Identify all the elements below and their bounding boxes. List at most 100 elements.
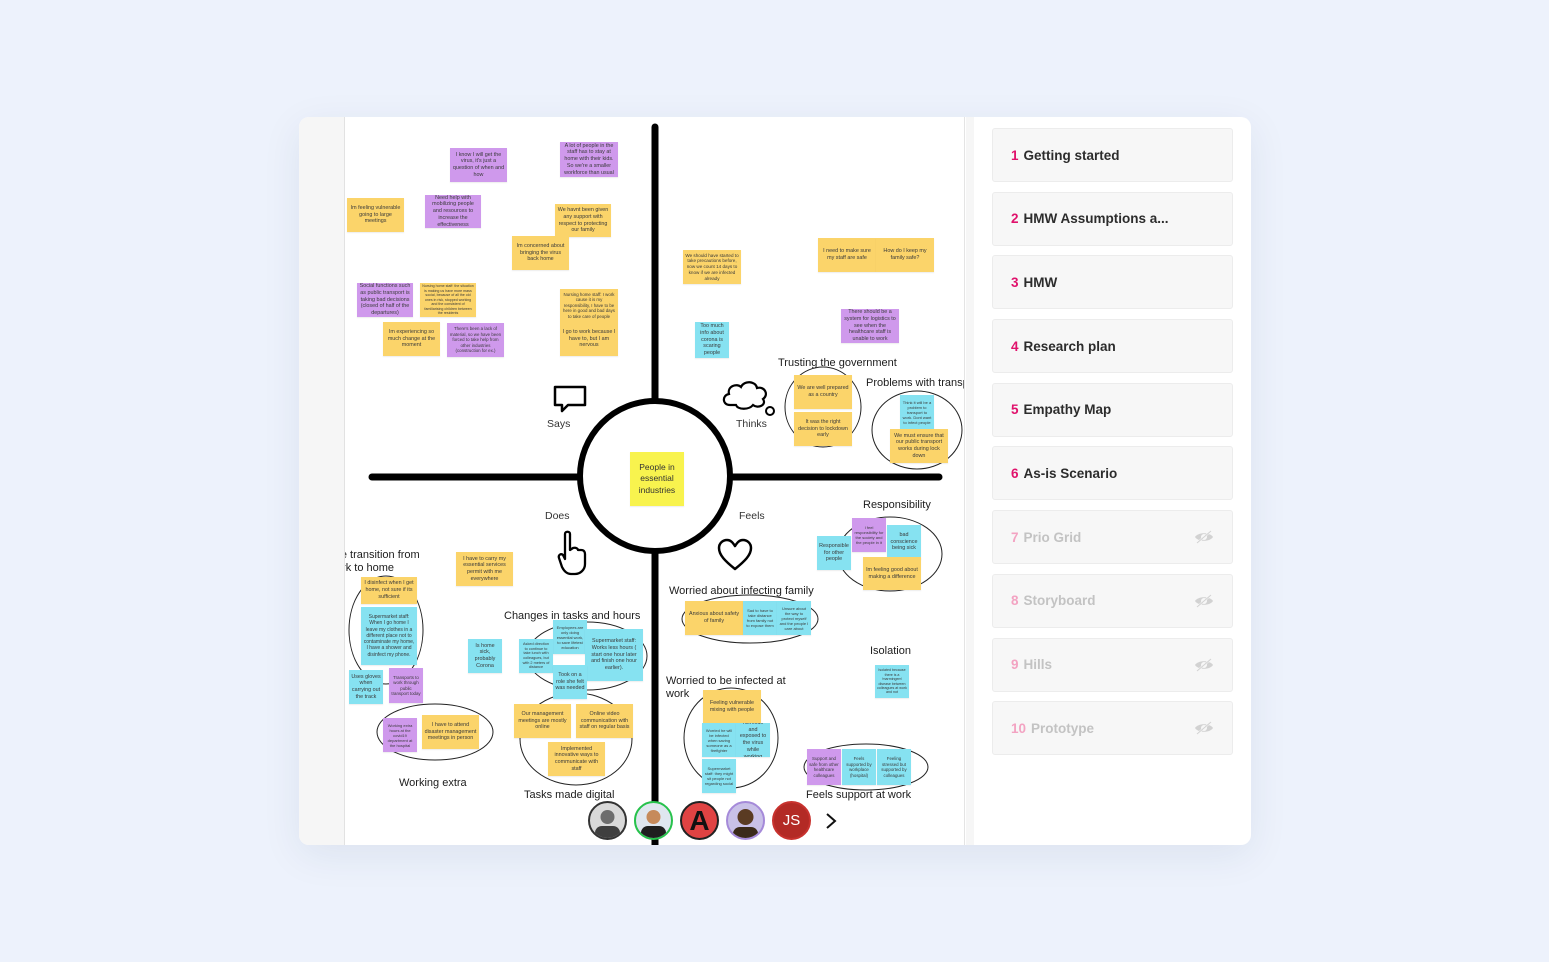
eye-off-icon[interactable] xyxy=(1194,721,1214,735)
sticky-note[interactable]: Supermarket staff: Works less hours ( st… xyxy=(585,629,643,681)
sticky-note[interactable]: Unsure about the way to protect myself a… xyxy=(777,601,811,635)
eye-off-icon[interactable] xyxy=(1194,530,1214,544)
sticky-note[interactable]: It was the right decision to lockdown ea… xyxy=(794,412,852,446)
sticky-note[interactable]: Too much info about corona is scaring pe… xyxy=(695,322,729,358)
avatar[interactable] xyxy=(588,801,627,840)
cluster-label: Trusting the government xyxy=(778,357,897,369)
step-label: Research plan xyxy=(1023,338,1116,354)
left-rail xyxy=(299,117,345,845)
sticky-note[interactable]: I have to carry my essential services pe… xyxy=(456,552,513,586)
sticky-note[interactable]: I feel responsibility for the society an… xyxy=(852,518,886,552)
sticky-note[interactable]: We havnt been given any support with res… xyxy=(555,204,611,237)
sticky-note[interactable]: Support and safe from other healthcare c… xyxy=(807,749,841,785)
step-label: HMW Assumptions a... xyxy=(1023,211,1169,227)
step-number: 8 xyxy=(1011,593,1019,609)
sticky-note[interactable]: I need to make sure my staff are safe xyxy=(818,238,876,272)
avatar[interactable]: JS xyxy=(772,801,811,840)
sticky-note[interactable]: Transports to work through public transp… xyxy=(389,668,423,703)
sticky-note[interactable]: Employees are only doing essential work,… xyxy=(553,620,587,654)
step-label: Storyboard xyxy=(1023,593,1096,609)
sticky-note[interactable]: We must ensure that our public transport… xyxy=(890,429,948,463)
sticky-note[interactable]: Online video communication with staff on… xyxy=(576,704,633,738)
sticky-note[interactable]: A lot of people in the staff has to stay… xyxy=(560,142,618,177)
sticky-note[interactable]: Social functions such as public transpor… xyxy=(357,283,413,317)
sticky-note[interactable]: Im experiencing so much change at the mo… xyxy=(383,322,440,356)
cluster-label: Isolation xyxy=(870,645,911,657)
step-number: 5 xyxy=(1011,402,1019,418)
speech-bubble-icon xyxy=(553,385,587,413)
sticky-note[interactable]: There should be a system for logistics t… xyxy=(841,309,899,343)
sticky-note[interactable]: We are well prepared as a country xyxy=(794,375,852,409)
sticky-note[interactable]: Implemented innovative ways to communica… xyxy=(548,742,605,776)
step-number: 9 xyxy=(1011,657,1019,672)
sticky-note[interactable]: How do I keep my family safe? xyxy=(876,238,934,272)
sticky-note[interactable]: Worried he will be infected when saving … xyxy=(702,723,736,757)
sticky-note[interactable]: I have to attend disaster management mee… xyxy=(422,715,479,749)
empathy-map-canvas[interactable]: Says Thinks Does Feels People in essenti… xyxy=(345,117,965,845)
avatar-initials: A xyxy=(689,804,710,836)
sticky-note[interactable]: Think it will be a problem to transport … xyxy=(900,395,934,429)
sticky-note[interactable]: Feeling vulnerable mixing with people xyxy=(703,690,761,723)
step-label: HMW xyxy=(1023,274,1058,290)
panel-divider[interactable] xyxy=(966,117,974,845)
avatar[interactable] xyxy=(726,801,765,840)
avatar-initials: JS xyxy=(782,812,801,829)
cluster-label: Responsibility xyxy=(863,499,931,511)
cluster-label: Tasks made digital xyxy=(524,789,615,801)
sticky-note[interactable]: Supermarket staff: When I go home I leav… xyxy=(361,607,417,665)
sticky-note[interactable]: Isolated because there is a 'marmingem' … xyxy=(875,665,909,698)
sticky-note[interactable]: Supermarket staff: they might sit people… xyxy=(702,759,736,793)
sticky-note[interactable]: Working extra hours at the covid19 depar… xyxy=(383,718,417,752)
step-number: 1 xyxy=(1011,147,1019,163)
cluster-label: The transition from work to home xyxy=(345,549,420,575)
step-number: 6 xyxy=(1011,465,1019,481)
sticky-note[interactable]: Is home sick, probably Corona xyxy=(468,639,502,673)
sticky-note[interactable]: Need help with mobilizing people and res… xyxy=(425,195,481,228)
avatar[interactable] xyxy=(634,801,673,840)
sticky-note[interactable]: Anxious about safety of family xyxy=(685,601,743,635)
sticky-note[interactable]: Im concerned about bringing the virus ba… xyxy=(512,236,569,270)
eye-off-icon[interactable] xyxy=(1194,594,1214,608)
chevron-right-icon[interactable] xyxy=(824,812,838,830)
sticky-note[interactable]: Asked direction to continue to take lunc… xyxy=(519,639,553,673)
sticky-note[interactable]: Nursing home staff: the situation is mak… xyxy=(420,283,476,317)
center-note[interactable]: People in essential industries xyxy=(630,452,684,506)
sticky-note[interactable]: We should have started to take precautio… xyxy=(683,250,741,284)
sticky-note[interactable]: I know I will get the virus, it's just a… xyxy=(450,148,507,182)
sticky-note[interactable]: I disinfect when I get home, not sure if… xyxy=(361,577,417,604)
cluster-label: Worried to be infected at work xyxy=(666,675,786,701)
sticky-note[interactable]: bad conscience being sick xyxy=(887,525,921,559)
pointing-hand-icon xyxy=(557,530,587,576)
sticky-note[interactable]: Feels supported by workplace (hospital) xyxy=(842,749,876,785)
sticky-note[interactable]: Im feeling good about making a differenc… xyxy=(863,557,921,590)
step-number: 3 xyxy=(1011,274,1019,290)
sticky-note[interactable]: Took on a role she felt was needed xyxy=(553,665,587,699)
sticky-note[interactable]: Uses gloves when carrying out the track xyxy=(349,670,383,704)
sticky-note[interactable]: There's been a lack of material, so we h… xyxy=(447,323,504,357)
step-number: 10 xyxy=(1011,720,1027,736)
step-label: Empathy Map xyxy=(1023,402,1112,418)
does-label: Does xyxy=(545,510,570,522)
avatar[interactable]: A xyxy=(680,801,719,840)
sticky-note[interactable]: Responsible for other people xyxy=(817,536,851,570)
eye-off-icon[interactable] xyxy=(1194,657,1214,672)
sticky-note[interactable]: I go to work because I have to, but I am… xyxy=(560,322,618,356)
sticky-note[interactable]: Our management meetings are mostly onlin… xyxy=(514,704,571,738)
sticky-note[interactable]: Nursing home staff: I work cause it is m… xyxy=(560,289,618,322)
sticky-note[interactable]: Nervous and exposed to the virus while w… xyxy=(736,723,770,757)
sticky-note[interactable]: Sad to have to take distance from family… xyxy=(743,601,777,635)
sticky-note[interactable]: Feeling stressed but supported by collea… xyxy=(877,749,911,785)
step-label: Prototype xyxy=(1031,720,1095,736)
sticky-note[interactable]: Im feeling vulnerable going to large mee… xyxy=(347,198,404,232)
